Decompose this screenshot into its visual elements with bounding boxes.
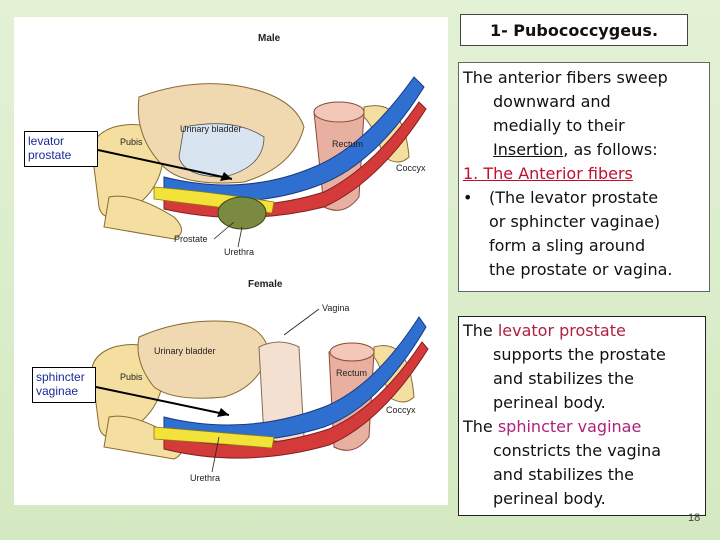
male-heading: Male bbox=[258, 33, 281, 44]
anterior-fibers-heading: 1. The Anterior fibers bbox=[463, 164, 633, 183]
sphincter-line-3: and stabilizes the bbox=[493, 465, 635, 484]
sphincter-line-1: The sphincter vaginae bbox=[463, 415, 701, 439]
bullet-line-2: or sphincter vaginae) bbox=[489, 212, 661, 231]
male-ischium-bone bbox=[103, 195, 182, 240]
bullet-line-1: (The levator prostate bbox=[489, 188, 659, 207]
male-callout-arrow bbox=[97, 149, 233, 180]
callout-sphincter-line1: sphincter bbox=[36, 370, 85, 384]
pelvic-floor-illustration: Male Urinary bladder Pubis Rectum Coccyx… bbox=[91, 33, 429, 483]
callout-levator-line2: prostate bbox=[28, 148, 72, 162]
the-1: The bbox=[463, 321, 498, 340]
intro-line-1: The anterior fibers sweep bbox=[463, 68, 668, 87]
callout-levator-line1: levator bbox=[28, 134, 65, 148]
anatomy-figure: Male Urinary bladder Pubis Rectum Coccyx… bbox=[14, 17, 448, 505]
female-label-coccyx: Coccyx bbox=[386, 405, 416, 415]
female-vagina-leader bbox=[283, 308, 320, 336]
insertion-term: Insertion bbox=[493, 140, 564, 159]
male-levator-ani-blue bbox=[163, 76, 425, 202]
intro-line-4-tail: , as follows: bbox=[563, 140, 658, 159]
callout-levator-prostate: levator prostate bbox=[24, 131, 98, 167]
female-heading: Female bbox=[248, 279, 283, 290]
sphincter-line-4: perineal body. bbox=[493, 489, 606, 508]
the-2: The bbox=[463, 417, 498, 436]
male-rectum-opening bbox=[313, 101, 365, 123]
female-label-urethra: Urethra bbox=[190, 473, 220, 483]
bullet-line-3: form a sling around bbox=[489, 236, 646, 255]
callout-sphincter-line2: vaginae bbox=[36, 384, 79, 398]
male-label-coccyx: Coccyx bbox=[396, 163, 426, 173]
male-prostate bbox=[217, 196, 267, 230]
callout-sphincter-vaginae: sphincter vaginae bbox=[32, 367, 96, 403]
bullet-mark: • bbox=[463, 188, 473, 207]
levator-line-2: supports the prostate bbox=[493, 345, 666, 364]
male-label-rectum: Rectum bbox=[332, 139, 363, 149]
anterior-fibers-bullet: • (The levator prostate or sphincter vag… bbox=[463, 186, 705, 282]
intro-line-3: medially to their bbox=[493, 116, 625, 135]
levator-line-1: The levator prostate bbox=[463, 319, 701, 343]
intro-line-2: downward and bbox=[493, 92, 611, 111]
page-number: 18 bbox=[688, 512, 701, 524]
levator-prostate-term: levator prostate bbox=[497, 321, 626, 340]
female-label-pubis: Pubis bbox=[120, 372, 143, 382]
slide-title: 1- Pubococcygeus. bbox=[460, 14, 688, 46]
male-prostate-leader bbox=[213, 221, 235, 240]
male-label-urethra: Urethra bbox=[224, 247, 254, 257]
female-callout-arrow bbox=[95, 386, 230, 416]
female-sphincter-vaginae-muscle bbox=[153, 426, 275, 449]
slide-title-text: 1- Pubococcygeus. bbox=[489, 20, 659, 40]
male-label-pubis: Pubis bbox=[120, 137, 143, 147]
female-rectum-opening bbox=[329, 342, 375, 362]
female-label-rectum: Rectum bbox=[336, 368, 367, 378]
female-label-urinary-bladder: Urinary bladder bbox=[154, 346, 216, 356]
levator-line-3: and stabilizes the bbox=[493, 369, 635, 388]
levator-line-4: perineal body. bbox=[493, 393, 606, 412]
male-urethra-leader bbox=[237, 226, 243, 248]
bullet-content: (The levator prostate or sphincter vagin… bbox=[489, 186, 673, 282]
female-urethra-leader bbox=[211, 436, 220, 473]
function-text-box: The levator prostate supports the prosta… bbox=[458, 316, 706, 516]
female-urinary-bladder bbox=[137, 320, 270, 399]
female-label-vagina: Vagina bbox=[322, 303, 349, 313]
anterior-fibers-text-box: The anterior fibers sweep downward and m… bbox=[458, 62, 710, 292]
intro-line-4: Insertion, as follows: bbox=[463, 138, 705, 162]
sphincter-line-2: constricts the vagina bbox=[493, 441, 662, 460]
sphincter-vaginae-term: sphincter vaginae bbox=[497, 417, 642, 436]
male-label-prostate: Prostate bbox=[174, 234, 208, 244]
male-label-urinary-bladder: Urinary bladder bbox=[180, 124, 242, 134]
male-callout-arrowhead bbox=[220, 172, 232, 181]
female-callout-arrowhead bbox=[217, 408, 229, 417]
bullet-line-4: the prostate or vagina. bbox=[489, 260, 673, 279]
